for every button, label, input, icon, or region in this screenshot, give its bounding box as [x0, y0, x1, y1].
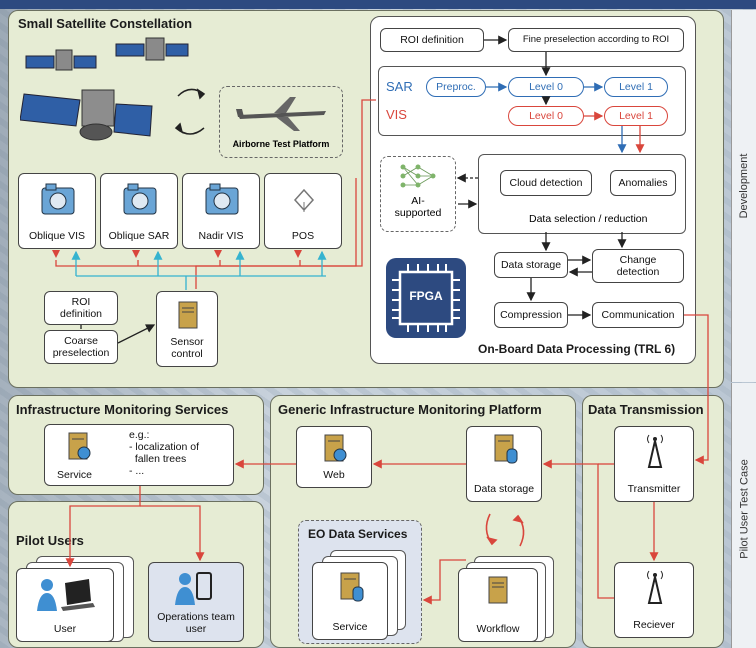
ai-box: AI- supported: [380, 156, 456, 232]
receiver-label: Reciever: [633, 618, 675, 631]
fpga-chip-icon: [386, 258, 466, 338]
sensor-oblique-vis: Oblique VIS: [18, 173, 96, 249]
airborne-label: Airborne Test Platform: [232, 139, 330, 149]
ob-fine-preselection: Fine preselection according to ROI: [508, 28, 684, 52]
ai-label: AI- supported: [394, 195, 442, 219]
workflow-box: Workflow: [458, 568, 538, 642]
pilot-sidebar: Pilot User Test Case: [731, 383, 756, 648]
antenna-icon: [647, 434, 663, 468]
server-database-icon: [340, 572, 364, 602]
ob-data-storage-box: Data storage: [494, 252, 568, 278]
camera-icon: [41, 183, 75, 215]
development-sidebar: Development: [731, 10, 756, 382]
onboard-title: On-Board Data Processing (TRL 6): [478, 342, 676, 356]
ops-team-label: Operations team user: [157, 610, 235, 635]
change-detection-box: Change detection: [592, 249, 684, 283]
ops-team-box: Operations team user: [148, 562, 244, 642]
satellite-icon: [25, 49, 97, 71]
web-box: Web: [296, 426, 372, 488]
pilot-users-title: Pilot Users: [16, 533, 84, 548]
workflow-label: Workflow: [476, 622, 520, 635]
vis-label: VIS: [386, 107, 407, 122]
generic-platform-title: Generic Infrastructure Monitoring Platfo…: [278, 402, 542, 417]
sensor-label: POS: [291, 229, 315, 242]
server-globe-icon: [324, 434, 347, 462]
sar-level0-box: Level 0: [508, 77, 584, 97]
preproc-box: Preproc.: [426, 77, 486, 97]
vis-level0-box: Level 0: [508, 106, 584, 126]
user-label: User: [53, 622, 77, 635]
sensor-pos: POS: [264, 173, 342, 249]
data-transmission-title: Data Transmission: [588, 402, 704, 417]
sar-label: SAR: [386, 79, 413, 94]
receiver-box: Reciever: [614, 562, 694, 638]
aircraft-icon: [236, 97, 326, 131]
vis-level1-box: Level 1: [604, 106, 668, 126]
server-icon: [488, 576, 508, 604]
sensor-oblique-sar: Oblique SAR: [100, 173, 178, 249]
camera-icon: [205, 183, 239, 215]
satellite-icon: [115, 37, 189, 61]
server-icon: [178, 301, 198, 329]
cycle-arrows-icon: [174, 88, 206, 135]
airborne-platform-box: Airborne Test Platform: [219, 86, 343, 158]
coarse-preselection-box: Coarse preselection: [44, 330, 118, 364]
sensor-nadir-vis: Nadir VIS: [182, 173, 260, 249]
user-tablet-icon: [175, 572, 212, 605]
side-label-development: Development: [738, 153, 750, 219]
user-box: User: [16, 568, 114, 642]
platform-data-storage-box: Data storage: [466, 426, 542, 502]
selection-label: Data selection / reduction: [529, 213, 648, 225]
sensor-control-label: Sensor control: [170, 335, 204, 360]
sensor-label: Oblique SAR: [108, 229, 170, 242]
anomalies-box: Anomalies: [610, 170, 676, 196]
communication-box: Communication: [592, 302, 684, 328]
sensor-label: Nadir VIS: [198, 229, 244, 242]
transmitter-label: Transmitter: [627, 482, 681, 495]
compression-box: Compression: [494, 302, 568, 328]
neural-net-icon: [400, 164, 436, 188]
platform-storage-label: Data storage: [473, 482, 535, 495]
transmitter-box: Transmitter: [614, 426, 694, 502]
sar-level1-box: Level 1: [604, 77, 668, 97]
server-globe-icon: [68, 432, 91, 460]
infra-service-label: Service: [57, 469, 93, 481]
server-database-icon: [494, 434, 518, 464]
sensor-control-box: Sensor control: [156, 291, 218, 367]
constellation-title: Small Satellite Constellation: [18, 16, 193, 31]
antenna-icon: [647, 570, 663, 604]
pos-icon: [293, 188, 315, 212]
camera-icon: [123, 183, 157, 215]
user-laptop-icon: [37, 579, 95, 611]
cloud-detection-box: Cloud detection: [500, 170, 592, 196]
eo-service-box: Service: [312, 562, 388, 640]
sensor-label: Oblique VIS: [28, 229, 86, 242]
satellite-icon: [20, 89, 153, 141]
side-label-pilot: Pilot User Test Case: [738, 459, 751, 559]
ob-roi-definition: ROI definition: [380, 28, 484, 52]
infra-services-title: Infrastructure Monitoring Services: [16, 402, 229, 417]
web-label: Web: [323, 468, 345, 481]
roi-definition-box: ROI definition: [44, 291, 118, 325]
fpga-label: FPGA: [409, 289, 443, 303]
cycle-arrows-icon: [485, 513, 525, 547]
eo-services-title: EO Data Services: [308, 527, 408, 541]
top-strip: [0, 0, 756, 9]
eo-service-label: Service: [332, 620, 368, 633]
satellites-illustration: [20, 37, 206, 141]
infra-example-text: e.g.: - localization of fallen trees - .…: [129, 429, 200, 478]
infra-service-box: Service e.g.: - localization of fallen t…: [44, 424, 234, 486]
